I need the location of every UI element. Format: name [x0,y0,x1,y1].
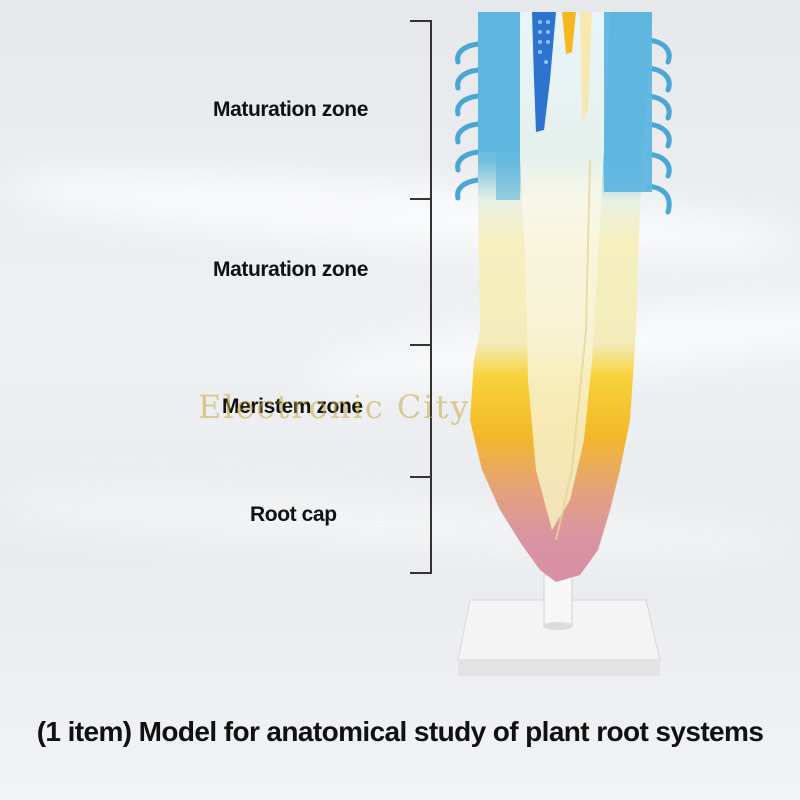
xylem-pattern [538,20,550,64]
vascular-phloem [562,12,576,54]
cortex-left [478,12,520,152]
root-hairs-left [455,41,481,201]
label-meristem-zone: Meristem zone [222,395,363,418]
root-hairs-right [645,37,672,215]
zone-bracket-meristem [410,344,432,478]
label-root-cap: Root cap [250,503,337,526]
watermark-text: Electronic City [198,388,471,426]
zone-bracket-maturation-1 [410,20,432,200]
zone-bracket-maturation-2 [410,196,432,346]
root-core-cutaway [520,12,610,530]
label-maturation-zone-1: Maturation zone [213,98,368,121]
vascular-stripe [580,12,592,120]
label-maturation-zone-2: Maturation zone [213,258,368,281]
zone-bracket-root-cap [410,476,432,574]
model-stand [457,574,661,676]
product-caption: (1 item) Model for anatomical study of p… [36,716,764,747]
cortex-right [604,12,652,192]
